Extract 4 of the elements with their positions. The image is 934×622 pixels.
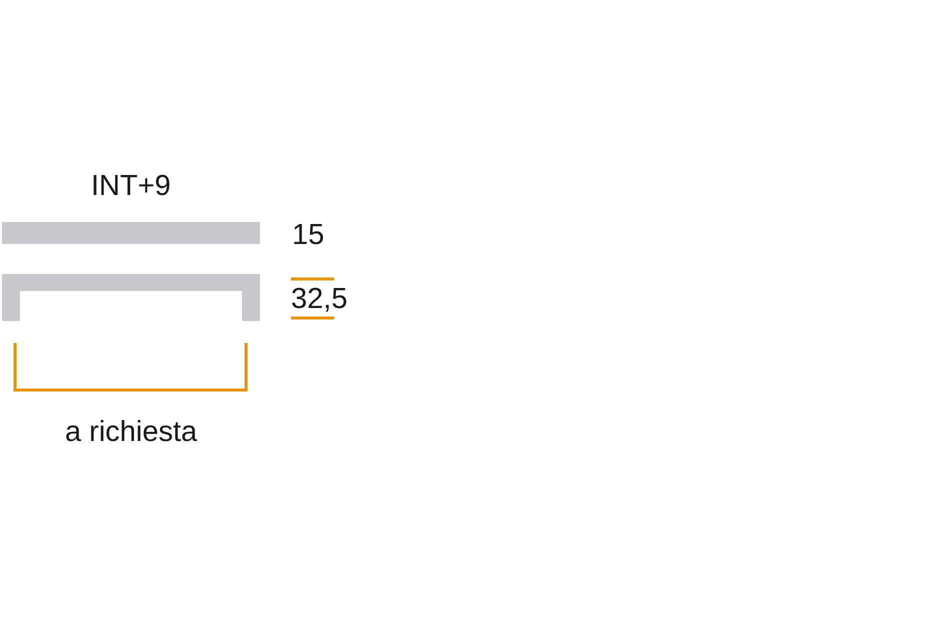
dimension-label: 32,5	[291, 282, 348, 316]
width-label: INT+9	[91, 169, 171, 203]
note-label: a richiesta	[65, 415, 198, 449]
dimension-label: 15	[292, 218, 324, 252]
